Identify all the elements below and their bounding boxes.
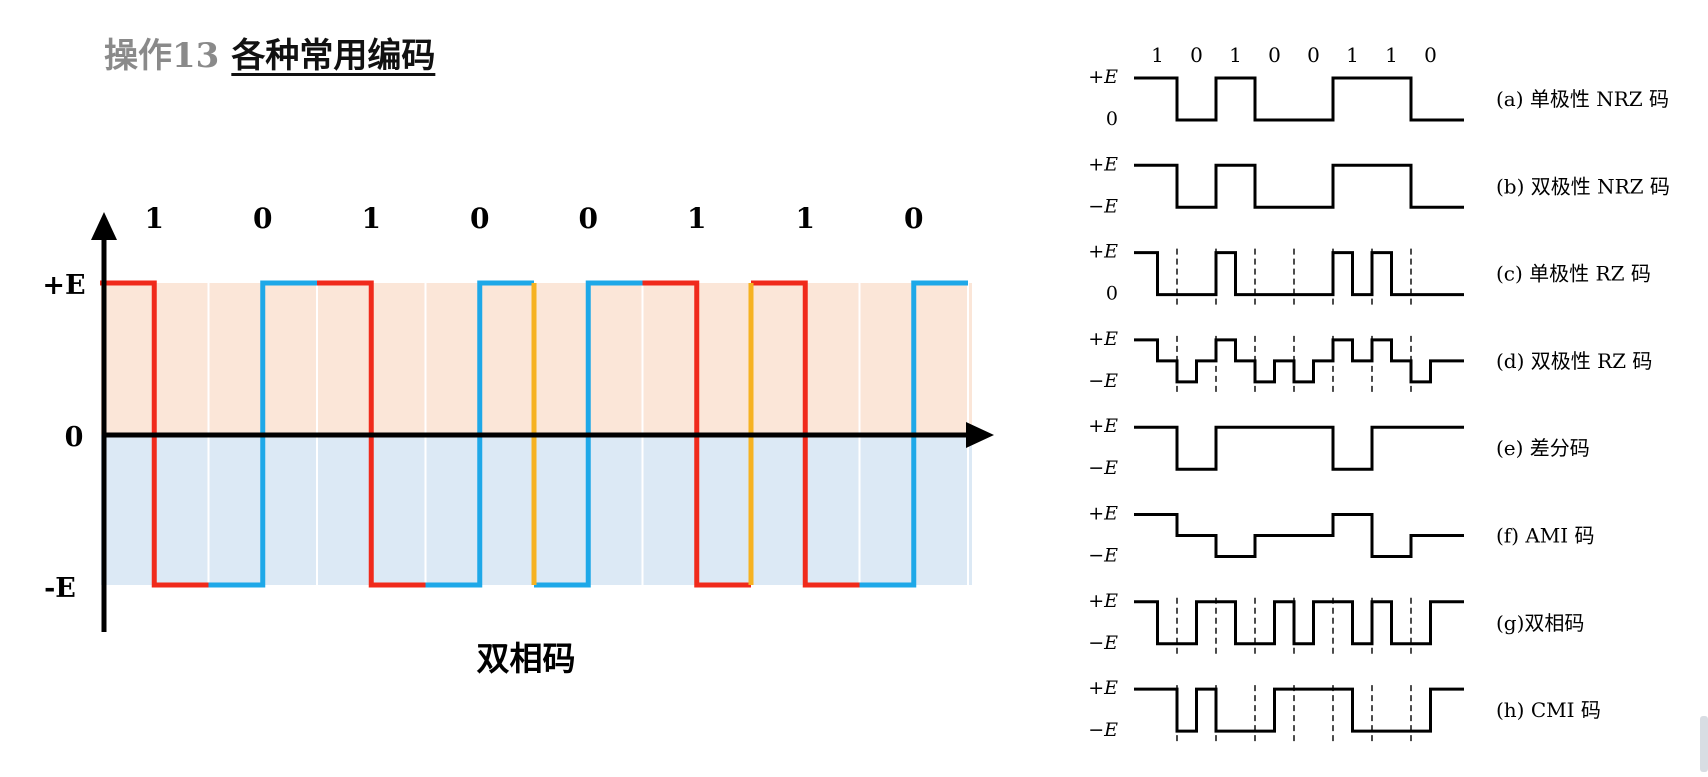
reference-level-low: −E bbox=[1088, 632, 1118, 654]
reference-row-d: +E −E (d) 双极性 RZ 码 bbox=[1088, 328, 1652, 394]
reference-row-label: (a) 单极性 NRZ 码 bbox=[1496, 87, 1669, 111]
reference-row-a: +E 0 (a) 单极性 NRZ 码 bbox=[1088, 66, 1669, 130]
reference-level-low: 0 bbox=[1106, 283, 1118, 305]
y-axis-arrow bbox=[91, 212, 117, 240]
title-number: 操作13 bbox=[104, 36, 220, 76]
bit-label: 0 bbox=[579, 202, 598, 235]
reference-row-label: (f) AMI 码 bbox=[1496, 524, 1595, 548]
reference-waveform-line bbox=[1134, 513, 1464, 558]
x-axis-arrow bbox=[966, 422, 994, 448]
bit-label: 1 bbox=[687, 202, 706, 235]
reference-level-high: +E bbox=[1088, 328, 1118, 350]
reference-level-low: 0 bbox=[1106, 108, 1118, 130]
reference-row-label: (h) CMI 码 bbox=[1496, 698, 1601, 722]
level-label-zero: 0 bbox=[65, 422, 84, 453]
reference-level-high: +E bbox=[1088, 415, 1118, 437]
reference-bit-label: 1 bbox=[1346, 43, 1359, 67]
bit-label: 1 bbox=[145, 202, 164, 235]
main-bit-labels: 1 0 1 0 0 1 1 0 bbox=[145, 202, 924, 235]
reference-waveform-line bbox=[1134, 76, 1464, 122]
scroll-edge-marker bbox=[1700, 716, 1708, 772]
reference-bit-label: 1 bbox=[1385, 43, 1398, 67]
bit-label: 0 bbox=[904, 202, 923, 235]
reference-bit-label: 1 bbox=[1229, 43, 1242, 67]
axes bbox=[91, 212, 994, 632]
reference-level-high: +E bbox=[1088, 153, 1118, 175]
reference-row-label: (b) 双极性 NRZ 码 bbox=[1496, 174, 1670, 198]
reference-row-label: (e) 差分码 bbox=[1496, 436, 1590, 460]
reference-bit-label: 0 bbox=[1268, 43, 1281, 67]
bit-label: 0 bbox=[253, 202, 272, 235]
main-caption: 双相码 bbox=[477, 639, 576, 678]
reference-row-f: +E −E (f) AMI 码 bbox=[1088, 503, 1594, 567]
reference-row-c: +E 0 (c) 单极性 RZ 码 bbox=[1088, 241, 1651, 307]
reference-waveform-line bbox=[1134, 425, 1464, 471]
reference-bit-label: 0 bbox=[1190, 43, 1203, 67]
reference-bit-label: 0 bbox=[1307, 43, 1320, 67]
reference-level-low: −E bbox=[1088, 545, 1118, 567]
reference-level-high: +E bbox=[1088, 241, 1118, 263]
bit-label: 1 bbox=[796, 202, 815, 235]
page-title: 操作13 各种常用编码 bbox=[104, 28, 435, 77]
reference-waveform-line bbox=[1134, 687, 1464, 733]
reference-row-label: (d) 双极性 RZ 码 bbox=[1496, 349, 1652, 373]
reference-row-g: +E −E (g)双相码 bbox=[1088, 590, 1584, 656]
reference-waveform-line bbox=[1134, 163, 1464, 209]
reference-level-low: −E bbox=[1088, 719, 1118, 741]
reference-waveform-line bbox=[1134, 600, 1464, 646]
bit-label: 1 bbox=[362, 202, 381, 235]
level-label-high: +E bbox=[42, 270, 85, 301]
reference-level-low: −E bbox=[1088, 370, 1118, 392]
reference-bit-label: 0 bbox=[1424, 43, 1437, 67]
reference-level-high: +E bbox=[1088, 503, 1118, 525]
reference-row-h: +E −E (h) CMI 码 bbox=[1088, 677, 1601, 744]
reference-row-e: +E −E (e) 差分码 bbox=[1088, 415, 1590, 479]
reference-level-high: +E bbox=[1088, 590, 1118, 612]
reference-waveforms: +E 0 (a) 单极性 NRZ 码 +E −E (b) 双极性 NRZ 码 +E 0 (c) … bbox=[1088, 66, 1670, 744]
reference-bit-labels: 1 0 1 0 0 1 1 0 bbox=[1151, 43, 1437, 67]
reference-waveform-line bbox=[1134, 338, 1464, 384]
reference-waveform-line bbox=[1134, 251, 1464, 297]
reference-level-low: −E bbox=[1088, 195, 1118, 217]
reference-row-label: (c) 单极性 RZ 码 bbox=[1496, 262, 1651, 286]
title-name: 各种常用编码 bbox=[231, 36, 436, 76]
reference-level-high: +E bbox=[1088, 66, 1118, 88]
bit-label: 0 bbox=[470, 202, 489, 235]
reference-level-low: −E bbox=[1088, 457, 1118, 479]
reference-row-b: +E −E (b) 双极性 NRZ 码 bbox=[1088, 153, 1670, 217]
reference-row-label: (g)双相码 bbox=[1496, 611, 1584, 635]
level-label-low: -E bbox=[44, 573, 76, 604]
reference-level-high: +E bbox=[1088, 677, 1118, 699]
reference-bit-label: 1 bbox=[1151, 43, 1164, 67]
